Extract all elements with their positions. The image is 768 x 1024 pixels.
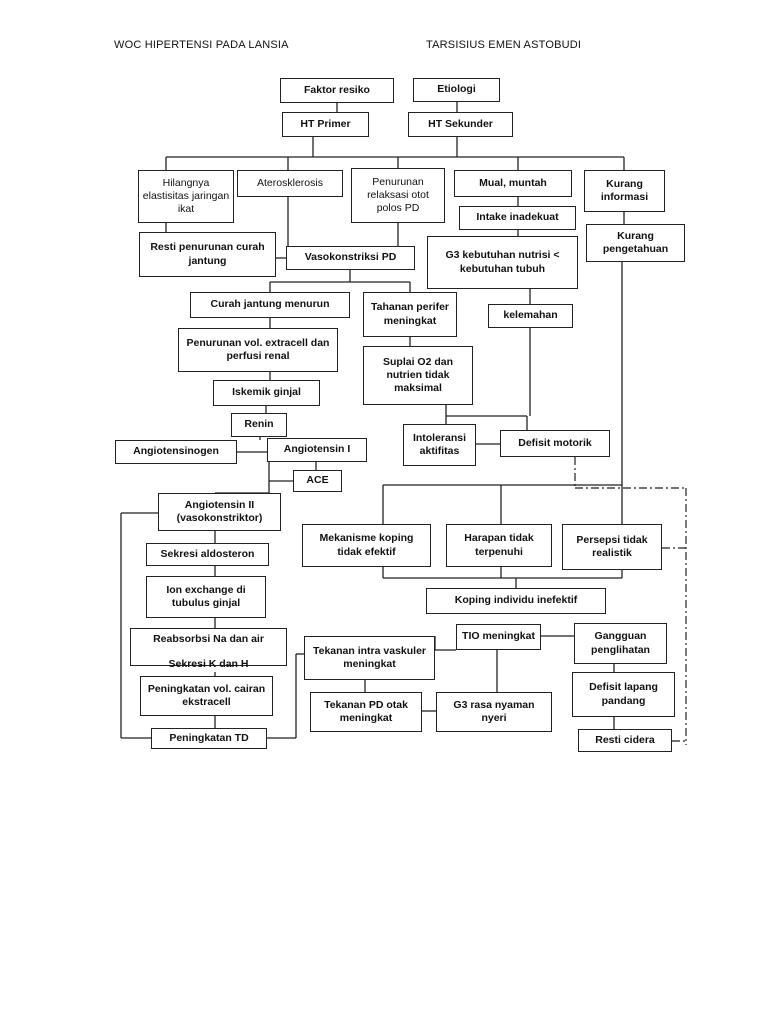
- header-author: TARSISIUS EMEN ASTOBUDI: [426, 39, 582, 51]
- node-kurang-informasi: Kurang informasi: [584, 170, 665, 212]
- node-mual-muntah: Mual, muntah: [454, 170, 572, 197]
- node-g3-rasa-nyaman: G3 rasa nyaman nyeri: [436, 692, 552, 732]
- node-tio-meningkat: TIO meningkat: [456, 624, 541, 650]
- node-hilangnya-elastisitas: Hilangnya elastisitas jaringan ikat: [138, 170, 234, 223]
- node-tekanan-intra: Tekanan intra vaskuler meningkat: [304, 636, 435, 680]
- node-iskemik-ginjal: Iskemik ginjal: [213, 380, 320, 406]
- node-g3-kebutuhan-nutrisi: G3 kebutuhan nutrisi < kebutuhan tubuh: [427, 236, 578, 289]
- node-defisit-lapang: Defisit lapang pandang: [572, 672, 675, 717]
- node-mekanisme-koping: Mekanisme koping tidak efektif: [302, 524, 431, 567]
- node-penurunan-relaksasi: Penurunan relaksasi otot polos PD: [351, 168, 445, 223]
- node-ion-exchange: Ion exchange di tubulus ginjal: [146, 576, 266, 618]
- node-faktor-resiko: Faktor resiko: [280, 78, 394, 103]
- header-title: WOC HIPERTENSI PADA LANSIA: [114, 39, 289, 51]
- node-angiotensin-ii: Angiotensin II (vasokonstriktor): [158, 493, 281, 531]
- node-ht-primer: HT Primer: [282, 112, 369, 137]
- node-defisit-motorik: Defisit motorik: [500, 430, 610, 457]
- node-angiotensin-i: Angiotensin I: [267, 438, 367, 462]
- node-vasokonstriksi-pd: Vasokonstriksi PD: [286, 246, 415, 270]
- node-suplai-o2: Suplai O2 dan nutrien tidak maksimal: [363, 346, 473, 405]
- node-etiologi: Etiologi: [413, 78, 500, 102]
- node-tahanan-perifer: Tahanan perifer meningkat: [363, 292, 457, 337]
- node-tekanan-pd-otak: Tekanan PD otak meningkat: [310, 692, 422, 732]
- node-penurunan-vol-extracell: Penurunan vol. extracell dan perfusi ren…: [178, 328, 338, 372]
- node-ace: ACE: [293, 470, 342, 492]
- node-intoleransi-aktifitas: Intoleransi aktifitas: [403, 424, 476, 466]
- node-resti-cidera: Resti cidera: [578, 729, 672, 752]
- node-kurang-pengetahuan: Kurang pengetahuan: [586, 224, 685, 262]
- node-gangguan-penglihatan: Gangguan penglihatan: [574, 623, 667, 664]
- node-reabsorbsi: Reabsorbsi Na dan air: [130, 628, 287, 666]
- node-harapan-tidak: Harapan tidak terpenuhi: [446, 524, 552, 567]
- node-persepsi-tidak: Persepsi tidak realistik: [562, 524, 662, 570]
- node-koping-individu: Koping individu inefektif: [426, 588, 606, 614]
- node-sekresi-k: Sekresi K dan H: [168, 658, 249, 671]
- node-curah-jantung-menurun: Curah jantung menurun: [190, 292, 350, 318]
- node-renin: Renin: [231, 413, 287, 437]
- node-resti-penurunan-curah: Resti penurunan curah jantung: [139, 232, 276, 277]
- node-peningkatan-td: Peningkatan TD: [151, 728, 267, 749]
- node-sekresi-aldosteron: Sekresi aldosteron: [146, 543, 269, 566]
- node-peningkatan-vol-cairan: Peningkatan vol. cairan ekstracell: [140, 676, 273, 716]
- node-ht-sekunder: HT Sekunder: [408, 112, 513, 137]
- node-kelemahan: kelemahan: [488, 304, 573, 328]
- node-aterosklerosis: Aterosklerosis: [237, 170, 343, 197]
- node-angiotensinogen: Angiotensinogen: [115, 440, 237, 464]
- node-intake-inadekuat: Intake inadekuat: [459, 206, 576, 230]
